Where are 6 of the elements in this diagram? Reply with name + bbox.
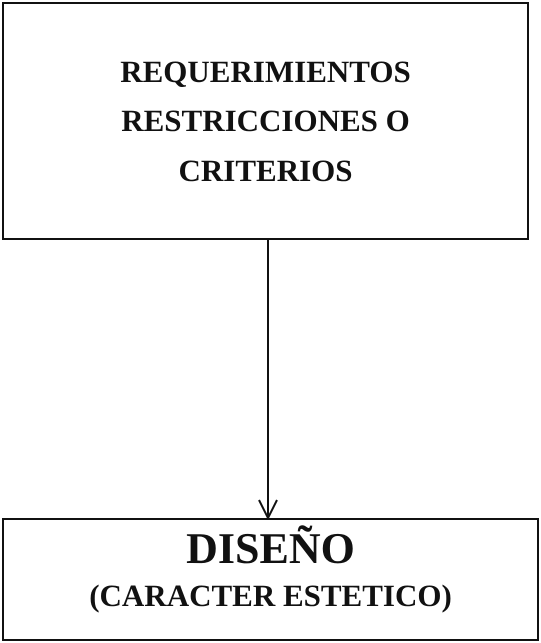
- box-subtitle: (CARACTER ESTETICO): [89, 576, 452, 615]
- process-box: [2, 2, 529, 240]
- box-title: DISEÑO: [186, 522, 355, 575]
- process-box: [2, 518, 539, 641]
- box-title: REQUERIMIENTOS RESTRICCIONES O CRITERIOS: [119, 52, 412, 190]
- arrow: [258, 240, 278, 519]
